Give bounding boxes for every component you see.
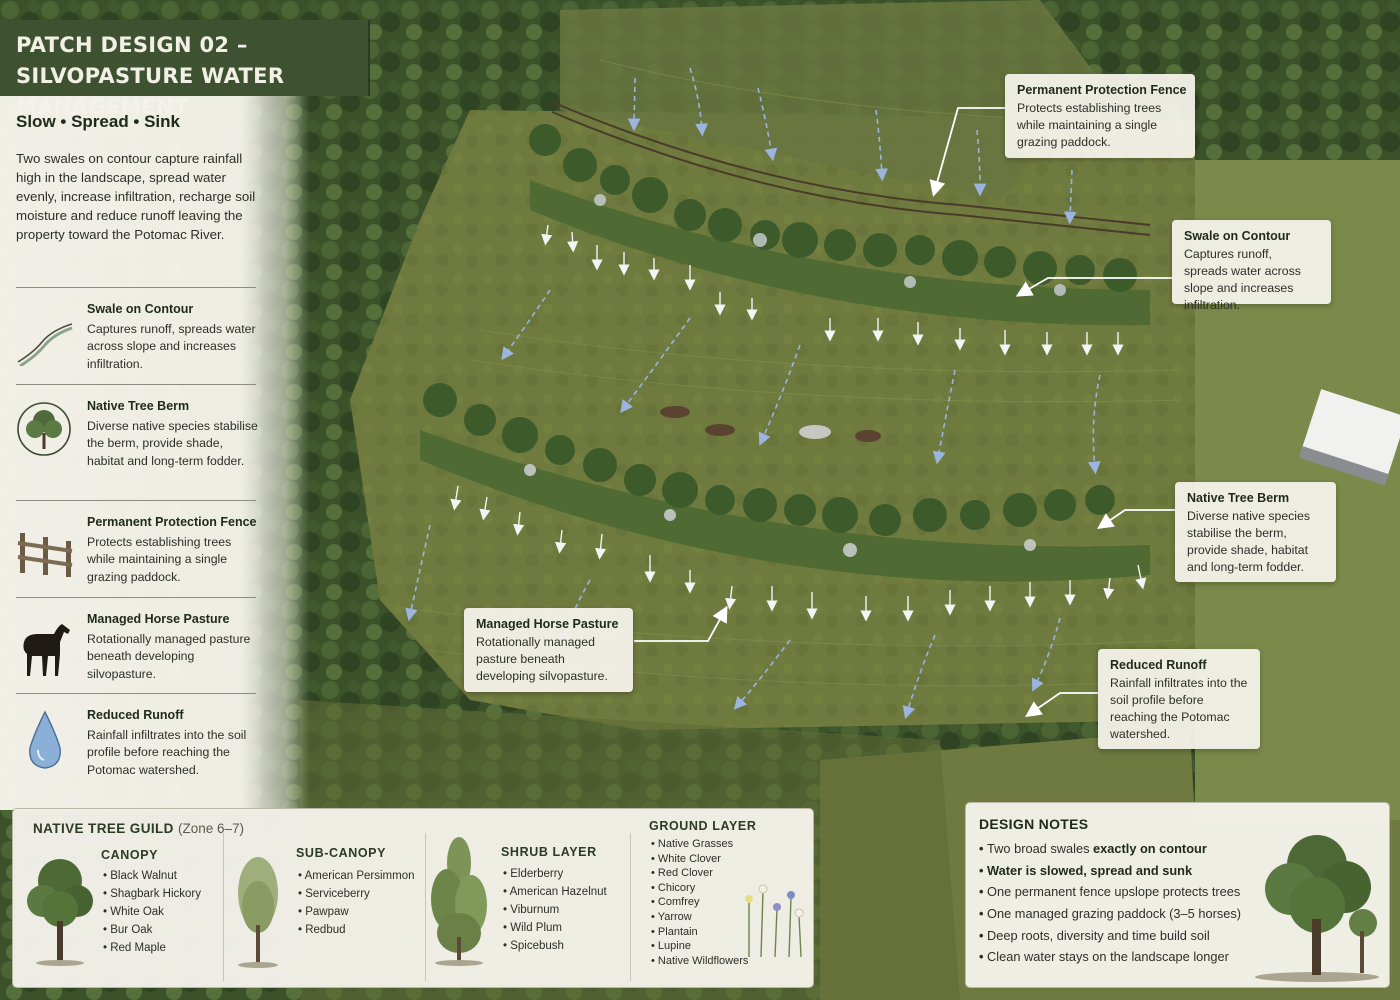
water-drop-icon bbox=[29, 710, 61, 769]
legend-desc: Captures runoff, spreads water across sl… bbox=[87, 322, 256, 371]
legend-item-tree-berm: Native Tree Berm Diverse native species … bbox=[16, 384, 258, 488]
ground-title: GROUND LAYER bbox=[649, 819, 757, 833]
shrub-icon bbox=[431, 837, 487, 966]
list-item: Comfrey bbox=[651, 895, 748, 910]
list-item: Pawpaw bbox=[298, 903, 415, 921]
callout-title: Native Tree Berm bbox=[1187, 491, 1290, 505]
list-item: Red Clover bbox=[651, 866, 748, 881]
guild-zone: (Zone 6–7) bbox=[177, 821, 245, 836]
callout-swale: Swale on Contour Captures runoff, spread… bbox=[1172, 220, 1331, 312]
list-item: Red Maple bbox=[103, 939, 201, 957]
callout-tree-berm: Native Tree Berm Diverse native species … bbox=[1175, 482, 1336, 582]
guild-divider bbox=[425, 833, 426, 981]
canopy-title: CANOPY bbox=[101, 848, 159, 862]
callout-text: Rainfall infiltrates into the soil profi… bbox=[1110, 676, 1248, 741]
tagline: Slow • Spread • Sink bbox=[16, 112, 180, 131]
list-item: Redbud bbox=[298, 921, 415, 939]
subcanopy-list: American Persimmon Serviceberry Pawpaw R… bbox=[298, 867, 415, 939]
swale-icon bbox=[17, 323, 73, 366]
note-text: Two broad swales bbox=[987, 841, 1094, 856]
list-item: American Persimmon bbox=[298, 867, 415, 885]
horse-icon bbox=[23, 624, 70, 676]
list-item: White Oak bbox=[103, 903, 201, 921]
list-item: Native Grasses bbox=[651, 837, 748, 852]
intro-text: Two swales on contour capture rainfall h… bbox=[16, 151, 256, 242]
legend-desc: Diverse native species stabilise the ber… bbox=[87, 419, 258, 468]
callout-text: Rotationally managed pasture beneath dev… bbox=[476, 635, 608, 683]
note-text: Clean water stays on the landscape longe… bbox=[987, 949, 1229, 965]
design-notes-list: Two broad swales exactly on contour Wate… bbox=[979, 841, 1241, 971]
callout-text: Captures runoff, spreads water across sl… bbox=[1184, 247, 1301, 312]
note-strong: exactly on contour bbox=[1093, 841, 1207, 856]
guild-divider bbox=[630, 833, 631, 981]
list-item: Deep roots, diversity and time build soi… bbox=[979, 928, 1241, 950]
list-item: Serviceberry bbox=[298, 885, 415, 903]
list-item: Chicory bbox=[651, 881, 748, 896]
callout-title: Reduced Runoff bbox=[1110, 658, 1207, 672]
list-item: Viburnum bbox=[503, 901, 607, 919]
tree-icon bbox=[17, 402, 71, 456]
list-item: Shagbark Hickory bbox=[103, 885, 201, 903]
callout-title: Managed Horse Pasture bbox=[476, 617, 619, 631]
legend-item-fence: Permanent Protection Fence Protects esta… bbox=[16, 500, 257, 604]
list-item: Clean water stays on the landscape longe… bbox=[979, 949, 1241, 971]
list-item: Plantain bbox=[651, 925, 748, 940]
design-notes-panel: DESIGN NOTES Two broad swales exactly on… bbox=[965, 802, 1390, 988]
subcanopy-title: SUB-CANOPY bbox=[296, 846, 387, 860]
callout-fence: Permanent Protection Fence Protects esta… bbox=[1005, 74, 1195, 158]
guild-divider bbox=[223, 833, 224, 981]
wildflower-icon bbox=[745, 884, 804, 958]
shrub-list: Elderberry American Hazelnut Viburnum Wi… bbox=[503, 865, 607, 955]
list-item: Black Walnut bbox=[103, 867, 201, 885]
list-item: One permanent fence upslope protects tre… bbox=[979, 884, 1241, 906]
legend-desc: Rotationally managed pasture beneath dev… bbox=[87, 632, 251, 681]
callout-pasture: Managed Horse Pasture Rotationally manag… bbox=[464, 608, 633, 692]
list-item: Yarrow bbox=[651, 910, 748, 925]
callout-text: Diverse native species stabilise the ber… bbox=[1187, 509, 1311, 574]
legend-title: Reduced Runoff bbox=[87, 708, 184, 722]
legend-title: Swale on Contour bbox=[87, 302, 194, 316]
callout-text: Protects establishing trees while mainta… bbox=[1017, 101, 1162, 149]
note-strong: Water is slowed, spread and sunk bbox=[987, 862, 1193, 878]
legend-title: Native Tree Berm bbox=[87, 399, 190, 413]
oak-tree-illustration bbox=[1255, 835, 1379, 982]
legend-item-horse: Managed Horse Pasture Rotationally manag… bbox=[16, 597, 256, 701]
native-tree-guild-panel: NATIVE TREE GUILD (Zone 6–7) CANOPY Blac… bbox=[12, 808, 814, 988]
callout-runoff: Reduced Runoff Rainfall infiltrates into… bbox=[1098, 649, 1260, 749]
legend-sidebar bbox=[0, 96, 310, 810]
note-text: One permanent fence upslope protects tre… bbox=[987, 884, 1241, 900]
note-text: Deep roots, diversity and time build soi… bbox=[987, 927, 1210, 943]
list-item: White Clover bbox=[651, 852, 748, 867]
list-item: Bur Oak bbox=[103, 921, 201, 939]
canopy-list: Black Walnut Shagbark Hickory White Oak … bbox=[103, 867, 201, 957]
note-text: One managed grazing paddock (3–5 horses) bbox=[987, 906, 1242, 922]
title-banner: PATCH DESIGN 02 – SILVOPASTURE WATER MAN… bbox=[0, 20, 370, 119]
list-item: Wild Plum bbox=[503, 919, 607, 937]
list-item: Elderberry bbox=[503, 865, 607, 883]
legend-title: Managed Horse Pasture bbox=[87, 612, 230, 626]
list-item: Spicebush bbox=[503, 937, 607, 955]
list-item: Water is slowed, spread and sunk bbox=[979, 863, 1241, 885]
callout-title: Permanent Protection Fence bbox=[1017, 83, 1187, 97]
guild-heading-text: NATIVE TREE GUILD bbox=[33, 821, 174, 836]
list-item: One managed grazing paddock (3–5 horses) bbox=[979, 906, 1241, 928]
page-title-line-1: PATCH DESIGN 02 – bbox=[16, 33, 248, 57]
canopy-tree-icon bbox=[27, 859, 93, 966]
legend-title: Permanent Protection Fence bbox=[87, 515, 257, 529]
subcanopy-tree-icon bbox=[238, 857, 278, 968]
list-item: Native Wildflowers bbox=[651, 954, 748, 969]
list-item: American Hazelnut bbox=[503, 883, 607, 901]
design-notes-title: DESIGN NOTES bbox=[979, 816, 1089, 832]
callout-title: Swale on Contour bbox=[1184, 229, 1291, 243]
legend-desc: Rainfall infiltrates into the soil profi… bbox=[87, 728, 247, 777]
legend-item-swale: Swale on Contour Captures runoff, spread… bbox=[16, 287, 256, 391]
ground-list: Native Grasses White Clover Red Clover C… bbox=[651, 837, 749, 969]
list-item: Lupine bbox=[651, 939, 748, 954]
legend-item-runoff: Reduced Runoff Rainfall infiltrates into… bbox=[16, 693, 256, 797]
shrub-title: SHRUB LAYER bbox=[501, 845, 597, 859]
guild-heading: NATIVE TREE GUILD (Zone 6–7) bbox=[33, 821, 244, 836]
list-item: Two broad swales exactly on contour bbox=[979, 841, 1241, 863]
fence-icon bbox=[17, 533, 73, 577]
legend-desc: Protects establishing trees while mainta… bbox=[87, 535, 232, 584]
